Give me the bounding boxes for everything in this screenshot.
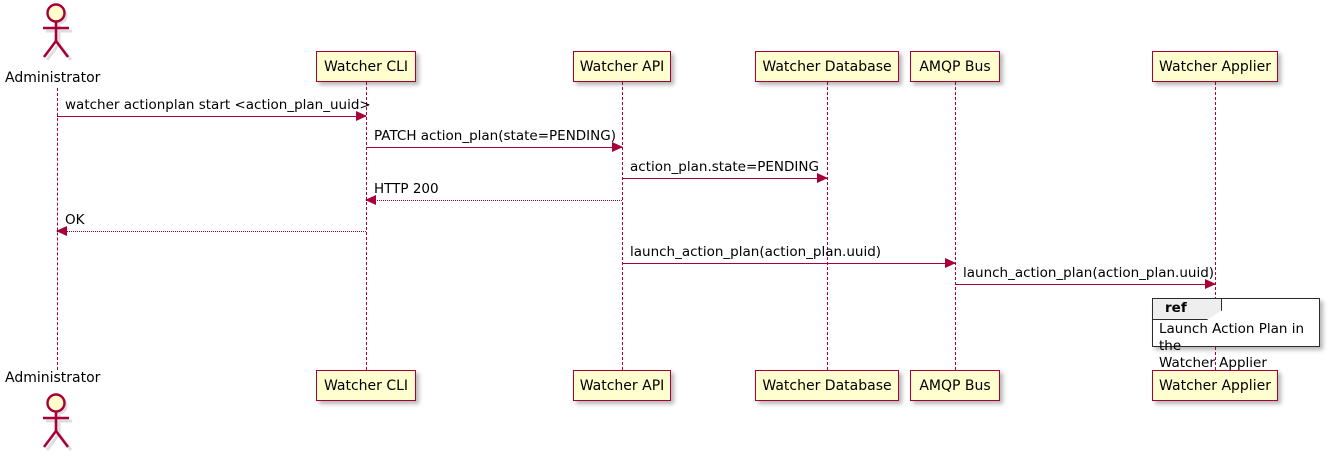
participant-amqp-bus-top[interactable]: AMQP Bus [910,51,1000,82]
participant-label: AMQP Bus [919,377,991,394]
lifeline-watcher-api [622,82,623,370]
participant-label: Watcher Applier [1159,58,1271,75]
participant-label: AMQP Bus [919,58,991,75]
message-label: PATCH action_plan(state=PENDING) [374,127,616,144]
message-label: watcher actionplan start <action_plan_uu… [65,96,371,113]
message-label: launch_action_plan(action_plan.uuid) [630,243,882,260]
message-line [366,147,622,148]
ref-fragment-tab: ref [1153,299,1222,320]
participant-label: Watcher Database [762,377,892,394]
participant-label: Watcher Applier [1159,377,1271,394]
participant-watcher-cli-top[interactable]: Watcher CLI [316,51,416,82]
message-line [57,116,366,117]
participant-watcher-applier-top[interactable]: Watcher Applier [1152,51,1278,82]
message-line [622,263,955,264]
actor-administrator-bottom [27,390,89,456]
message-line [366,200,622,201]
ref-fragment-body-line-1: Launch Action Plan in the [1159,321,1305,354]
ref-fragment-body: Launch Action Plan in the Watcher Applie… [1159,321,1315,372]
message-label: HTTP 200 [374,180,439,197]
lifeline-amqp-bus [955,82,956,370]
participant-label: Watcher API [579,58,665,75]
arrow-head-left-icon [56,226,67,236]
ref-fragment[interactable]: ref Launch Action Plan in the Watcher Ap… [1152,298,1320,371]
message-label: launch_action_plan(action_plan.uuid) [963,264,1215,281]
actor-label-administrator-top: Administrator [5,70,101,86]
participant-watcher-database-top[interactable]: Watcher Database [755,51,899,82]
participant-label: Watcher CLI [323,58,409,75]
lifeline-watcher-database [827,82,828,370]
participant-watcher-applier-bottom[interactable]: Watcher Applier [1152,370,1278,401]
arrow-head-right-icon [612,142,623,152]
actor-stick-figure-icon [42,3,73,61]
message-label: action_plan.state=PENDING [630,158,819,175]
message-label: OK [65,211,85,228]
participant-watcher-cli-bottom[interactable]: Watcher CLI [316,370,416,401]
actor-administrator-top [27,0,89,66]
arrow-head-right-icon [356,111,367,121]
participant-watcher-api-top[interactable]: Watcher API [573,51,671,82]
ref-fragment-body-line-2: Watcher Applier [1159,354,1267,371]
lifeline-watcher-cli [366,82,367,370]
participant-watcher-api-bottom[interactable]: Watcher API [573,370,671,401]
message-line [622,178,827,179]
participant-watcher-database-bottom[interactable]: Watcher Database [755,370,899,401]
participant-amqp-bus-bottom[interactable]: AMQP Bus [910,370,1000,401]
arrow-head-right-icon [1205,279,1216,289]
ref-fragment-tab-label: ref [1165,300,1187,317]
arrow-head-right-icon [945,258,956,268]
arrow-head-left-icon [365,195,376,205]
arrow-head-right-icon [817,173,828,183]
lifeline-watcher-applier [1215,82,1216,370]
actor-label-administrator-bottom: Administrator [5,370,101,386]
participant-label: Watcher CLI [323,377,409,394]
actor-stick-figure-icon [42,393,73,451]
message-line [955,284,1215,285]
participant-label: Watcher API [579,377,665,394]
message-line [57,231,366,232]
participant-label: Watcher Database [762,58,892,75]
